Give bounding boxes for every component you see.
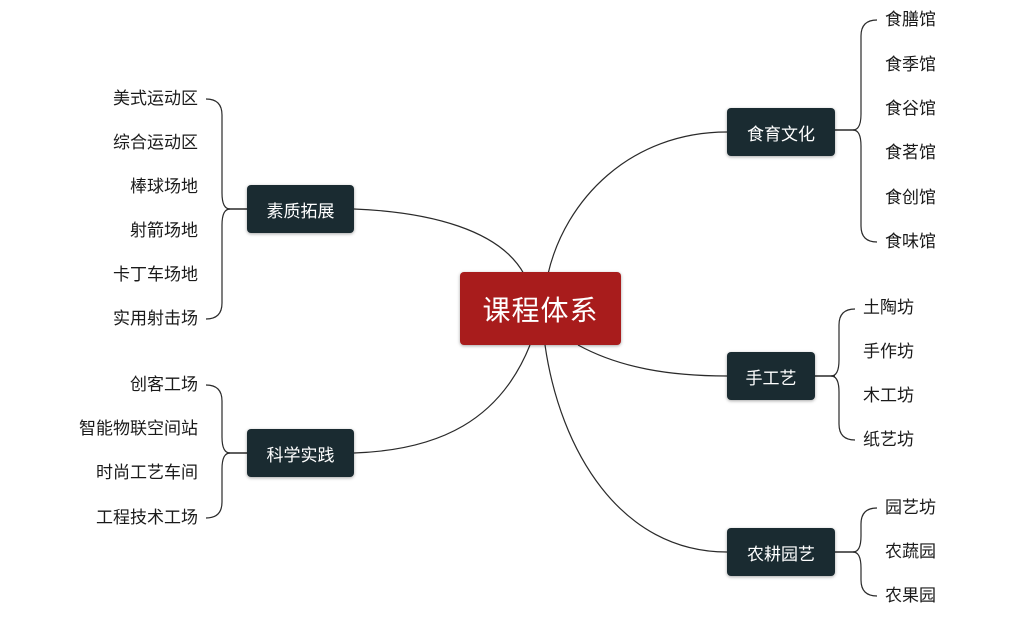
- root-node[interactable]: 课程体系: [460, 272, 621, 345]
- bracket-suzhi: [205, 98, 231, 320]
- branch-node-shiyu[interactable]: 食育文化: [727, 108, 835, 156]
- bracket-nonggeng: [852, 507, 878, 597]
- bracket-kexue: [205, 384, 231, 519]
- connector-root-shiyu: [547, 131, 728, 275]
- leaf-node[interactable]: 食谷馆: [885, 99, 936, 119]
- leaf-node[interactable]: 食季馆: [885, 55, 936, 75]
- branch-node-nonggeng[interactable]: 农耕园艺: [727, 528, 835, 576]
- connector-root-kexue: [353, 344, 531, 454]
- leaf-node[interactable]: 卡丁车场地: [113, 265, 198, 285]
- branch-node-label: 科学实践: [266, 445, 335, 466]
- leaf-node[interactable]: 食茗馆: [885, 143, 936, 163]
- leaf-node[interactable]: 创客工场: [130, 375, 198, 395]
- leaf-node[interactable]: 时尚工艺车间: [96, 463, 198, 483]
- leaf-node[interactable]: 手作坊: [863, 342, 914, 362]
- leaf-node[interactable]: 实用射击场: [113, 309, 198, 329]
- leaf-node[interactable]: 农蔬园: [885, 542, 936, 562]
- branch-node-shougong[interactable]: 手工艺: [727, 352, 815, 400]
- leaf-node[interactable]: 木工坊: [863, 386, 914, 406]
- leaf-node[interactable]: 射箭场地: [130, 221, 198, 241]
- leaf-node[interactable]: 棒球场地: [130, 177, 198, 197]
- connector-root-shougong: [577, 344, 728, 377]
- leaf-node[interactable]: 土陶坊: [863, 298, 914, 318]
- leaf-node[interactable]: 美式运动区: [113, 89, 198, 109]
- branch-node-suzhi[interactable]: 素质拓展: [247, 185, 354, 233]
- bracket-shougong: [830, 308, 856, 441]
- branch-node-label: 手工艺: [745, 368, 797, 389]
- branch-node-kexue[interactable]: 科学实践: [247, 429, 354, 477]
- leaf-node[interactable]: 农果园: [885, 586, 936, 606]
- leaf-node[interactable]: 食膳馆: [885, 10, 936, 30]
- leaf-node[interactable]: 工程技术工场: [96, 508, 198, 528]
- leaf-node[interactable]: 智能物联空间站: [79, 419, 198, 439]
- leaf-node[interactable]: 纸艺坊: [863, 430, 914, 450]
- bracket-shiyu: [852, 19, 878, 243]
- leaf-node[interactable]: 食创馆: [885, 188, 936, 208]
- leaf-node[interactable]: 园艺坊: [885, 498, 936, 518]
- connector-root-suzhi: [353, 208, 525, 275]
- connector-root-nonggeng: [544, 344, 728, 553]
- branch-node-label: 农耕园艺: [747, 544, 815, 565]
- root-node-label: 课程体系: [482, 293, 599, 327]
- leaf-node[interactable]: 综合运动区: [113, 133, 198, 153]
- leaf-node[interactable]: 食味馆: [885, 232, 936, 252]
- branch-node-label: 食育文化: [747, 124, 815, 145]
- branch-node-label: 素质拓展: [266, 201, 335, 222]
